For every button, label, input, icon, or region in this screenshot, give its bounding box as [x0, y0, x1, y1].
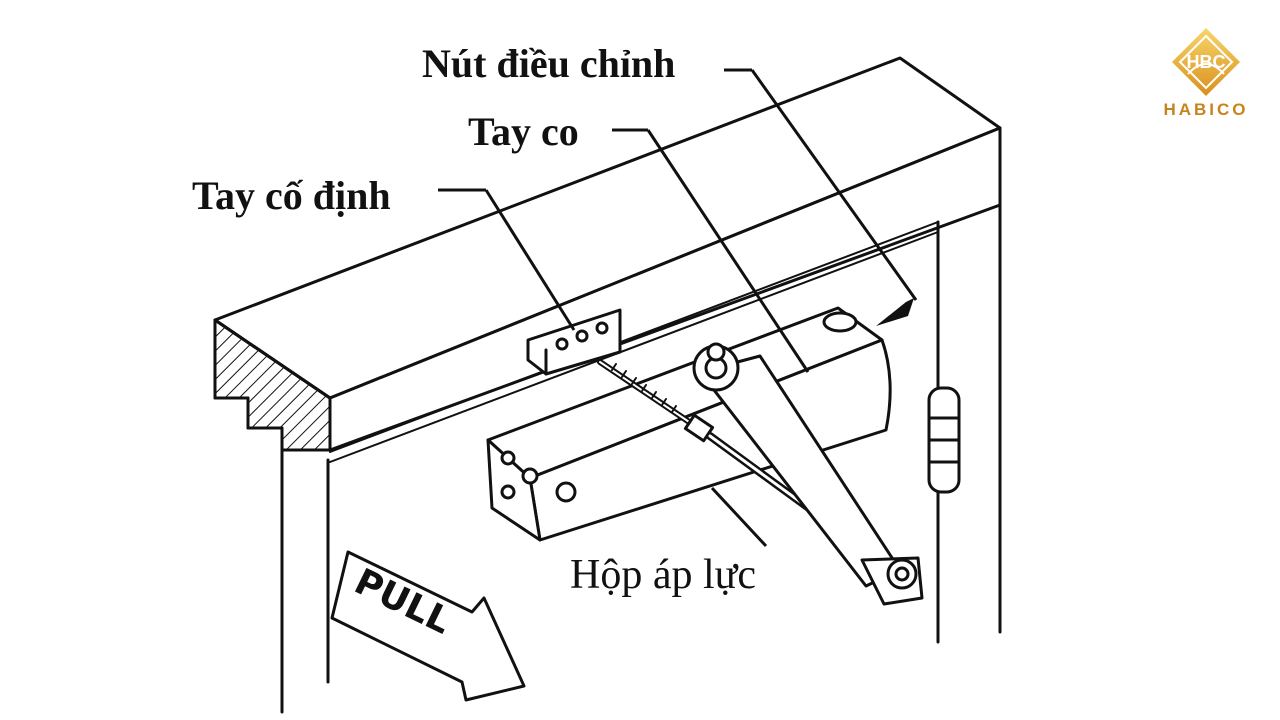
- label-arm: Tay co: [468, 109, 579, 154]
- label-adjust-knob: Nút điều chỉnh: [422, 41, 676, 86]
- door-leaf-left: [280, 448, 330, 714]
- adjust-knob-arrowhead: [876, 298, 914, 326]
- fixed-arm-bracket: [526, 308, 622, 376]
- label-fixed-arm: Tay cố định: [192, 173, 391, 218]
- habico-logo-mark: HBC: [1172, 28, 1240, 96]
- pull-sign-arrow: [330, 550, 526, 702]
- habico-logo-text: HABICO: [1163, 100, 1249, 119]
- main-arm: [692, 342, 924, 606]
- label-pressure-box: Hộp áp lực: [570, 552, 757, 598]
- habico-logo-monogram: HBC: [1187, 52, 1226, 72]
- callout-leaders: [438, 68, 918, 548]
- habico-logo: HBC HABICO: [1148, 24, 1264, 124]
- hinge: [927, 386, 961, 494]
